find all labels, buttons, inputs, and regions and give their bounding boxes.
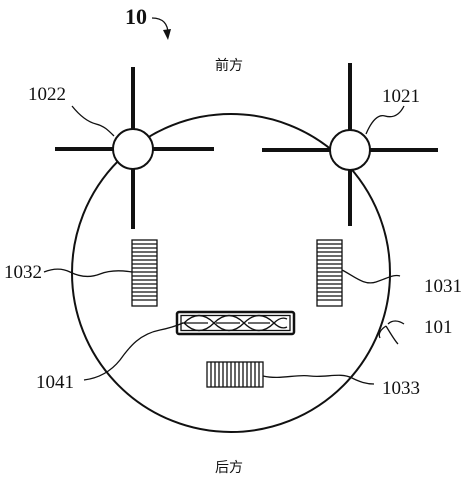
figure-number: 10 bbox=[125, 4, 147, 29]
label-1031: 1031 bbox=[424, 276, 462, 297]
leader-1032 bbox=[43, 268, 133, 278]
sensor-right-frame bbox=[316, 239, 343, 307]
rotor-right bbox=[262, 63, 438, 226]
rotor-left-hub bbox=[112, 128, 154, 170]
rear-label: 后方 bbox=[215, 460, 243, 476]
label-1041: 1041 bbox=[36, 372, 74, 393]
leader-1022 bbox=[71, 105, 115, 137]
leader-1033 bbox=[262, 374, 375, 385]
rotor-right-hub bbox=[329, 129, 371, 171]
sensor-left-lines bbox=[132, 243, 157, 301]
sensor-right bbox=[316, 239, 343, 307]
sensor-right-lines bbox=[317, 243, 342, 301]
leader-1031 bbox=[341, 269, 401, 284]
leader-1041 bbox=[83, 322, 184, 381]
rotor-left bbox=[55, 67, 214, 229]
sensor-bottom bbox=[206, 361, 264, 388]
module-wave-b bbox=[183, 314, 288, 332]
leader-101-curl bbox=[378, 325, 399, 345]
front-label: 前方 bbox=[215, 57, 243, 74]
module bbox=[175, 310, 296, 336]
label-101: 101 bbox=[424, 317, 453, 338]
sensor-left-frame bbox=[131, 239, 158, 307]
label-1021: 1021 bbox=[382, 86, 420, 107]
leader-101 bbox=[387, 320, 405, 325]
label-1022: 1022 bbox=[28, 84, 66, 105]
sensor-bottom-lines bbox=[210, 362, 260, 387]
label-1032: 1032 bbox=[4, 262, 42, 283]
label-1033: 1033 bbox=[382, 378, 420, 399]
sensor-left bbox=[131, 239, 158, 307]
leader-1021 bbox=[365, 105, 405, 135]
module-outer bbox=[175, 310, 296, 336]
figure-arrowhead bbox=[163, 29, 171, 40]
module-inner bbox=[180, 314, 291, 332]
